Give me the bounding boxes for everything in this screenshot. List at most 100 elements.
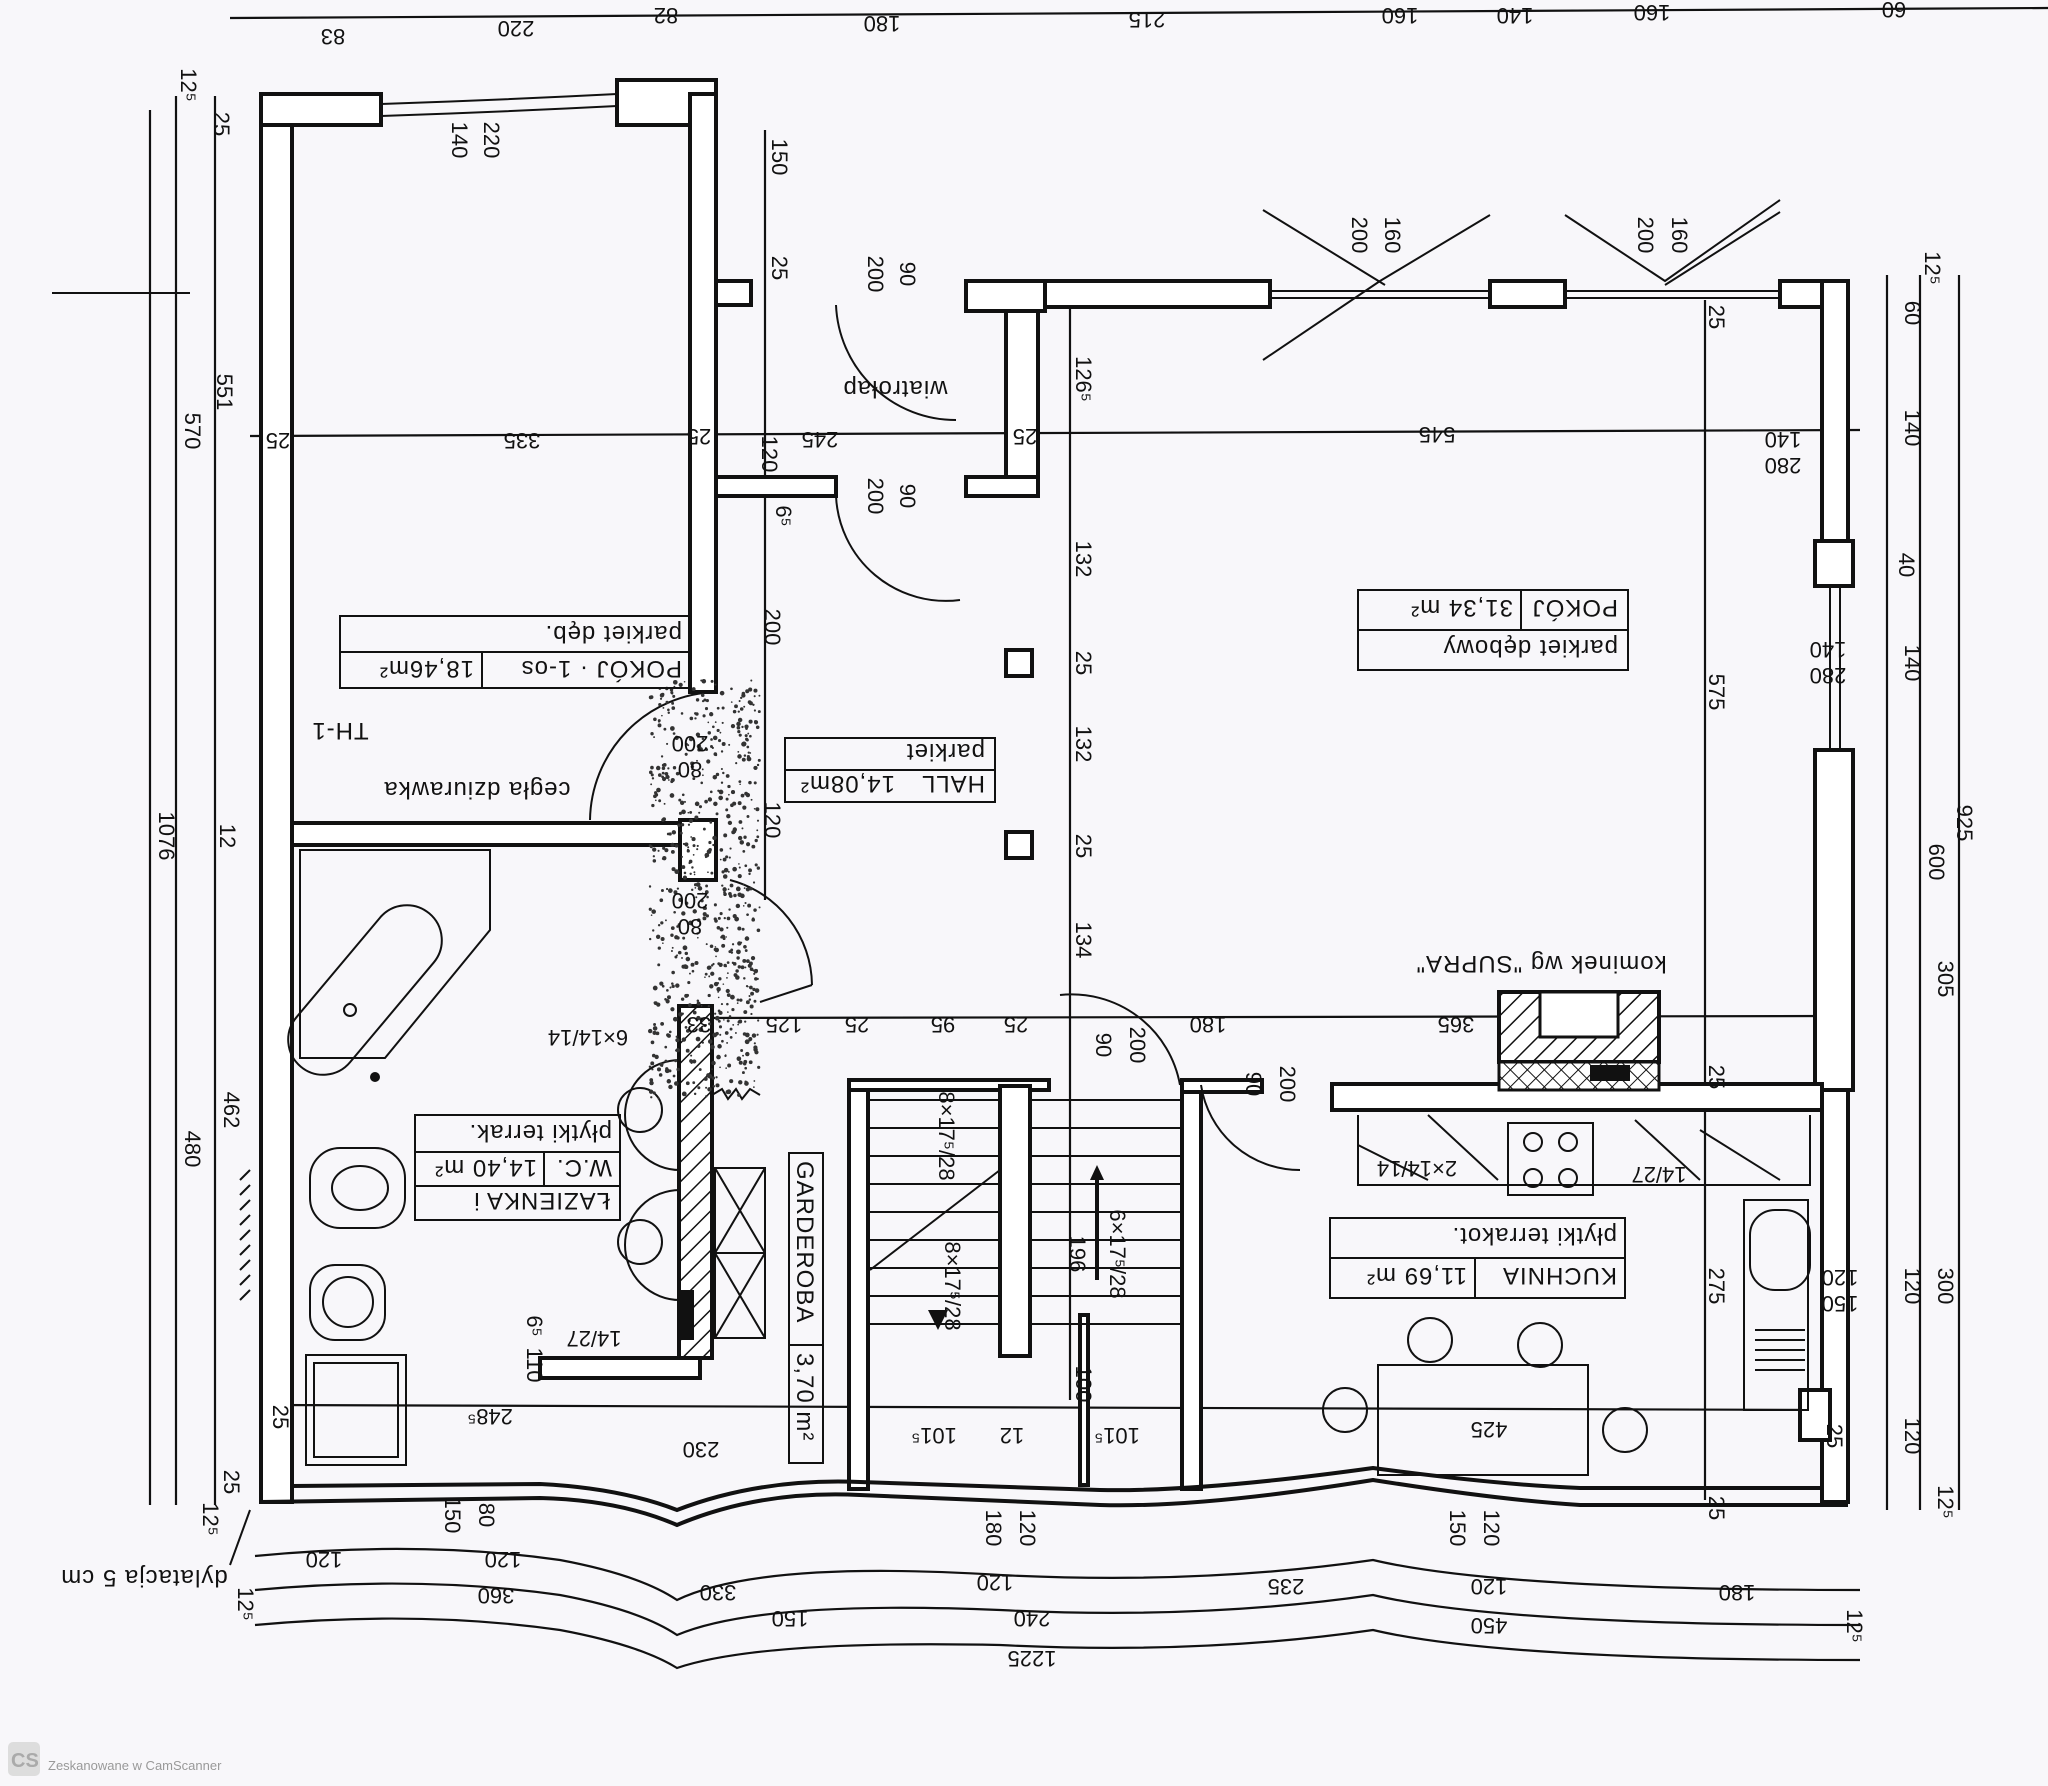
speckle (664, 848, 669, 853)
speckle (755, 807, 760, 812)
speckle (672, 1016, 678, 1022)
room-name-2: W.C. (556, 1154, 612, 1181)
speckle (749, 985, 753, 990)
speckle (745, 1051, 750, 1057)
speckle (713, 801, 718, 807)
speckle (730, 803, 734, 808)
room-area: 14,40 m² (434, 1154, 537, 1181)
speckle (741, 1071, 745, 1075)
speckle (664, 1059, 668, 1063)
dimension-label: 100 (1071, 1366, 1096, 1403)
dimension-label: 140 (1765, 427, 1802, 452)
speckle (739, 707, 744, 711)
speckle (652, 1026, 658, 1031)
dimension-label: 25 (1704, 1496, 1729, 1520)
speckle (681, 964, 686, 969)
speckle (652, 847, 657, 852)
speckle (650, 783, 653, 786)
speckle (742, 958, 747, 963)
speckle (736, 725, 741, 730)
dimension-label: 450 (1471, 1613, 1508, 1638)
speckle (719, 927, 724, 932)
dimension-label: 150 (1822, 1291, 1859, 1316)
speckle (736, 721, 741, 727)
speckle (753, 765, 758, 771)
speckle (734, 916, 740, 922)
speckle (651, 777, 655, 780)
speckle (744, 966, 747, 969)
speckle (689, 716, 694, 721)
speckle (693, 1092, 697, 1096)
speckle (709, 790, 713, 794)
room-name: GARDEROBA (791, 1161, 818, 1323)
speckle (736, 949, 741, 955)
speckle (737, 835, 743, 841)
speckle (741, 725, 744, 729)
speckle (691, 837, 696, 842)
speckle (737, 874, 742, 879)
dimension-label: 235 (1268, 1574, 1305, 1599)
speckle (654, 799, 657, 802)
speckle (752, 881, 756, 884)
speckle (656, 787, 661, 793)
speckle (754, 838, 758, 843)
speckle (673, 890, 678, 895)
speckle (698, 1068, 702, 1071)
dimension-label: 120 (1900, 1418, 1925, 1455)
dimension-label: 95 (931, 1012, 955, 1037)
speckle (709, 944, 714, 949)
speckle (694, 801, 700, 807)
speckle (736, 998, 740, 1002)
speckle (685, 1081, 690, 1086)
speckle (756, 1033, 759, 1036)
speckle (713, 903, 717, 907)
speckle (711, 1076, 716, 1080)
speckle (698, 1027, 704, 1032)
speckle (749, 752, 752, 754)
room-floor: parkiet dębowy (1443, 634, 1618, 661)
speckle (714, 683, 717, 686)
speckle (669, 793, 675, 798)
speckle (750, 991, 755, 996)
speckle (746, 745, 750, 749)
speckle (691, 969, 695, 973)
speckle (670, 780, 674, 784)
speckle (753, 1080, 756, 1082)
speckle (685, 993, 690, 997)
speckle (681, 1091, 687, 1097)
speckle (704, 972, 708, 976)
speckle (748, 1060, 753, 1065)
speckle (663, 802, 666, 805)
speckle (723, 1019, 725, 1021)
speckle (668, 1069, 672, 1073)
speckle (716, 982, 720, 985)
speckle (721, 934, 726, 939)
speckle (682, 936, 686, 940)
speckle (713, 917, 717, 921)
speckle (692, 854, 695, 856)
speckle (753, 709, 756, 712)
speckle (706, 1073, 711, 1078)
speckle (667, 711, 670, 715)
dimension-label: 180 (1719, 1580, 1756, 1605)
speckle (670, 726, 675, 731)
speckle (660, 1022, 665, 1026)
speckle (711, 1060, 716, 1066)
speckle (741, 757, 746, 762)
speckle (664, 772, 669, 776)
speckle (684, 901, 689, 906)
speckle (681, 911, 686, 916)
speckle (728, 1015, 732, 1018)
speckle (733, 711, 736, 714)
speckle (728, 892, 732, 896)
speckle (684, 1025, 688, 1029)
speckle (737, 1093, 741, 1097)
dimension-label: 90 (895, 484, 920, 508)
speckle (707, 993, 711, 998)
speckle (746, 913, 749, 917)
dimension-label: 200 (863, 478, 888, 515)
toilet (309, 1147, 406, 1229)
speckle (740, 1049, 744, 1053)
speckle (729, 1036, 733, 1039)
dimension-label: 25 (219, 1470, 244, 1494)
